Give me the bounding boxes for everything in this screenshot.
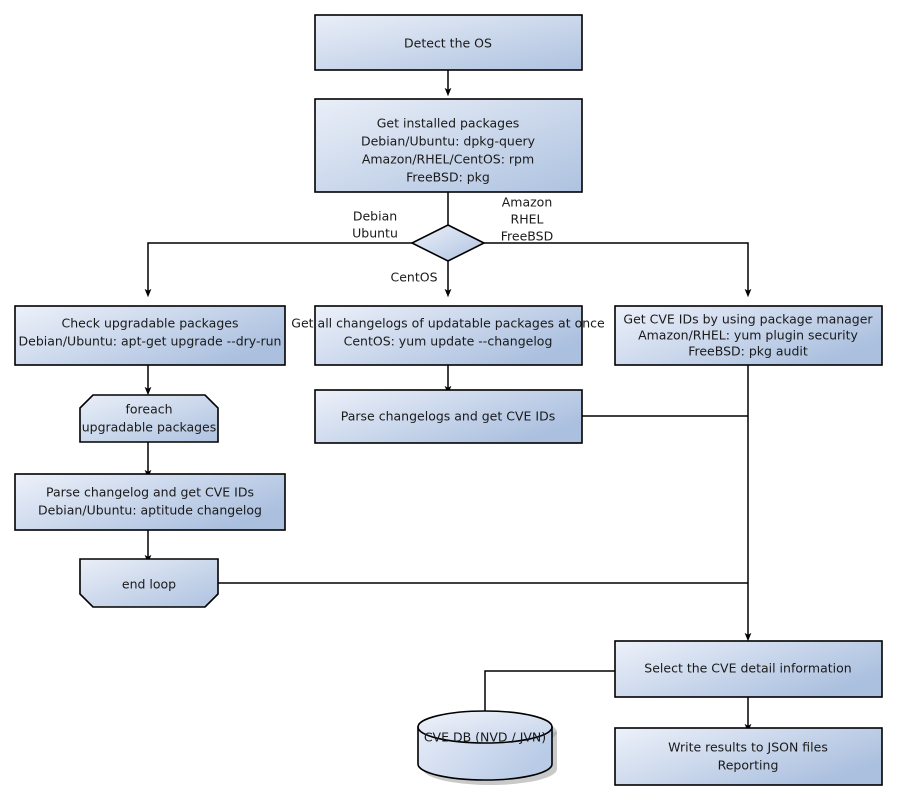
node-detect-os-label-0: Detect the OS [404, 36, 492, 51]
node-get-installed-packages-label-2: Amazon/RHEL/CentOS: rpm [362, 152, 534, 167]
node-foreach-upgradable-packages[interactable]: foreach upgradable packages [79, 394, 219, 443]
node-get-cve-ids-pkg-manager-label-1: Amazon/RHEL: yum plugin security [638, 328, 858, 343]
node-end-loop-label-0: end loop [122, 577, 176, 592]
node-write-results-label-0: Write results to JSON files [668, 740, 828, 755]
node-get-all-changelogs-shape [314, 305, 583, 366]
node-parse-changelogs-cve-ids-shape [314, 389, 583, 444]
node-get-installed-packages[interactable]: Get installed packages Debian/Ubuntu: dp… [314, 98, 583, 193]
node-foreach-upgradable-packages-shape [79, 394, 219, 443]
node-cve-database[interactable]: CVE DB (NVD / JVN) [417, 710, 557, 785]
node-os-decision[interactable] [410, 224, 486, 262]
node-write-results-shape [614, 727, 883, 786]
node-get-installed-packages-label-0: Get installed packages [377, 116, 520, 131]
node-get-all-changelogs[interactable]: Get all changelogs of updatable packages… [291, 305, 605, 366]
node-parse-changelog-cve-ids-shape [14, 473, 286, 531]
edge-label-amazon-rhel-freebsd-line-1: RHEL [511, 212, 544, 227]
node-select-cve-detail[interactable]: Select the CVE detail information [614, 640, 883, 698]
node-cve-database-label-0: CVE DB (NVD / JVN) [424, 730, 546, 745]
edge-select-cve-to-cve-database [484, 670, 615, 712]
edge-label-centos: CentOS [390, 270, 437, 285]
edge-label-debian-ubuntu-line-0: Debian [353, 209, 397, 224]
node-os-decision-shape [410, 224, 486, 262]
node-get-cve-ids-pkg-manager-label-2: FreeBSD: pkg audit [688, 344, 808, 359]
node-select-cve-detail-label-0: Select the CVE detail information [644, 661, 851, 676]
edge-label-amazon-rhel-freebsd: Amazon RHEL FreeBSD [501, 195, 553, 244]
edge-decision-to-get-cve-ids [484, 242, 752, 298]
node-get-installed-packages-label-3: FreeBSD: pkg [406, 170, 490, 185]
edge-label-amazon-rhel-freebsd-line-2: FreeBSD [501, 229, 553, 244]
edge-label-debian-ubuntu: Debian Ubuntu [352, 209, 398, 241]
node-write-results-label-1: Reporting [718, 758, 779, 773]
node-foreach-upgradable-packages-label-1: upgradable packages [82, 420, 217, 435]
node-cve-database-top [417, 710, 553, 744]
edge-label-debian-ubuntu-line-1: Ubuntu [352, 226, 398, 241]
node-write-results[interactable]: Write results to JSON files Reporting [614, 727, 883, 786]
node-get-all-changelogs-label-0: Get all changelogs of updatable packages… [291, 316, 605, 331]
node-get-installed-packages-label-1: Debian/Ubuntu: dpkg-query [361, 134, 536, 149]
node-check-upgradable-packages-shape [14, 305, 286, 366]
node-select-cve-detail-shape [614, 640, 883, 698]
edge-label-amazon-rhel-freebsd-line-0: Amazon [502, 195, 553, 210]
node-detect-os-shape [314, 14, 583, 71]
node-get-installed-packages-shape [314, 98, 583, 193]
node-foreach-upgradable-packages-label-0: foreach [125, 402, 172, 417]
node-parse-changelogs-cve-ids-label-0: Parse changelogs and get CVE IDs [341, 409, 555, 424]
node-get-cve-ids-pkg-manager-shape [614, 305, 883, 366]
node-parse-changelogs-cve-ids[interactable]: Parse changelogs and get CVE IDs [314, 389, 583, 444]
node-parse-changelog-cve-ids-label-0: Parse changelog and get CVE IDs [46, 485, 254, 500]
connector-layer [144, 70, 752, 733]
node-parse-changelog-cve-ids[interactable]: Parse changelog and get CVE IDs Debian/U… [14, 473, 286, 531]
edge-decision-to-check-upgradable [144, 242, 412, 298]
node-get-all-changelogs-label-1: CentOS: yum update --changelog [344, 334, 553, 349]
node-end-loop-shape [79, 558, 219, 608]
node-check-upgradable-packages-label-1: Debian/Ubuntu: apt-get upgrade --dry-run [19, 334, 282, 349]
node-end-loop[interactable]: end loop [79, 558, 219, 608]
node-detect-os[interactable]: Detect the OS [314, 14, 583, 71]
node-parse-changelog-cve-ids-label-1: Debian/Ubuntu: aptitude changelog [38, 503, 262, 518]
node-check-upgradable-packages[interactable]: Check upgradable packages Debian/Ubuntu:… [14, 305, 286, 366]
node-get-cve-ids-pkg-manager[interactable]: Get CVE IDs by using package manager Ama… [614, 305, 883, 366]
edge-label-centos-line-0: CentOS [390, 270, 437, 285]
node-get-cve-ids-pkg-manager-label-0: Get CVE IDs by using package manager [623, 312, 873, 327]
node-check-upgradable-packages-label-0: Check upgradable packages [62, 316, 239, 331]
